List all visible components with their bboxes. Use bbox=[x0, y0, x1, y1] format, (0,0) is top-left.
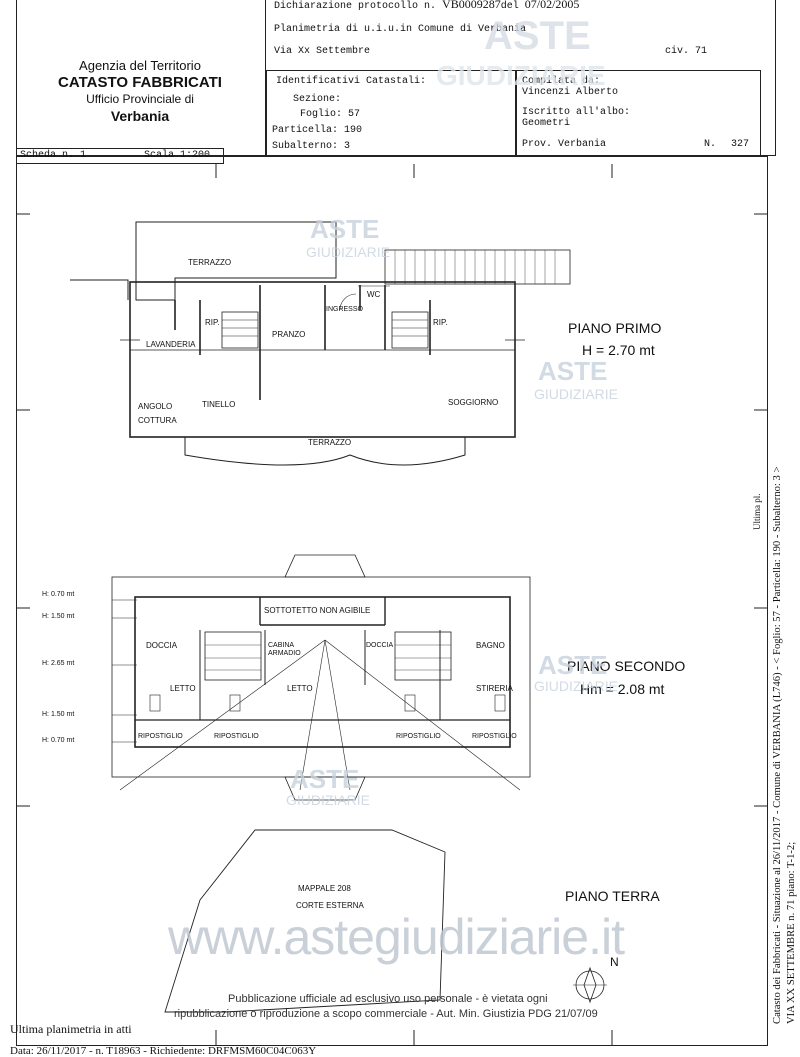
civic-number: civ. 71 bbox=[665, 46, 708, 57]
number-value: 327 bbox=[731, 139, 750, 150]
room-soggiorno: SOGGIORNO bbox=[448, 398, 499, 407]
compilata-label: Compilata da: bbox=[522, 76, 601, 87]
room-rip-left: RIP. bbox=[205, 318, 220, 327]
room-pranzo: PRANZO bbox=[272, 330, 306, 339]
first-floor-plan bbox=[70, 221, 571, 466]
catasto-title: CATASTO FABBRICATI bbox=[58, 74, 222, 91]
level-mark-3: H: 2.65 mt bbox=[42, 660, 75, 667]
sidebar-cadastre-line: Catasto dei Fabbricati - Situazione al 2… bbox=[772, 466, 783, 1024]
room-ripostiglio-2: RIPOSTIGLIO bbox=[214, 733, 259, 740]
room-wc: WC bbox=[367, 290, 381, 299]
sezione-field: Sezione: bbox=[293, 94, 342, 105]
watermark-aste-3: ASTE bbox=[538, 650, 608, 680]
room-terrazzo-top: TERRAZZO bbox=[188, 258, 232, 267]
plan-title: Planimetria di u.i.u.in Comune di Verban… bbox=[274, 24, 527, 35]
particella-field: Particella: 190 bbox=[272, 125, 363, 136]
ident-box bbox=[266, 70, 516, 156]
sidebar-stamp: Ultima pl. bbox=[752, 493, 762, 531]
room-sottotetto: SOTTOTETTO NON AGIBILE bbox=[264, 606, 371, 615]
publication-notice-2: ripubblicazione o riproduzione a scopo c… bbox=[174, 1008, 598, 1020]
watermark-url: www.astegiudiziarie.it bbox=[168, 909, 625, 965]
declaration-label: Dichiarazione protocollo n. bbox=[274, 1, 437, 12]
watermark-giudiziarie-2: GIUDIZIARIE bbox=[534, 386, 619, 402]
level-mark-4: H: 1.50 mt bbox=[42, 711, 75, 718]
foglio-field: Foglio: 57 bbox=[300, 109, 361, 120]
office-city: Verbania bbox=[110, 108, 170, 124]
declaration-line: Dichiarazione protocollo n. VB0009287del… bbox=[274, 0, 579, 12]
watermark-giudiziarie-header: GIUDIZIARIE bbox=[436, 60, 606, 91]
room-stireria: STIRERIA bbox=[476, 684, 513, 693]
first-floor-height: H = 2.70 mt bbox=[582, 342, 655, 358]
room-tinello: TINELLO bbox=[202, 400, 236, 409]
iscritto-label: Iscritto all'albo: bbox=[522, 107, 631, 118]
watermark-aste-header: ASTE bbox=[484, 14, 591, 58]
room-ripostiglio-4: RIPOSTIGLIO bbox=[472, 733, 517, 740]
watermark-giudiziarie-3: GIUDIZIARIE bbox=[534, 678, 619, 694]
agency-name: Agenzia del Territorio bbox=[79, 58, 201, 73]
room-ingresso: INGRESSO bbox=[326, 306, 363, 313]
room-lavanderia: LAVANDERIA bbox=[146, 340, 196, 349]
number-label: N. bbox=[704, 139, 717, 150]
sidebar-address-line: VIA XX SETTEMBRE n. 71 piano: T-1-2; bbox=[786, 841, 797, 1024]
room-rip-right: RIP. bbox=[433, 318, 448, 327]
subalterno-field: Subalterno: 3 bbox=[272, 141, 351, 152]
declaration-date: 07/02/2005 bbox=[524, 0, 580, 11]
address: Via Xx Settembre bbox=[274, 46, 371, 57]
compiler-box bbox=[516, 70, 761, 156]
second-floor-title: PIANO SECONDO bbox=[567, 658, 686, 674]
watermark-aste-4: ASTE bbox=[290, 764, 360, 794]
room-ripostiglio-3: RIPOSTIGLIO bbox=[396, 733, 441, 740]
mappale-label: MAPPALE 208 bbox=[298, 884, 351, 893]
drawing-frame bbox=[16, 156, 768, 1046]
declaration-del: del bbox=[500, 1, 519, 12]
scala-label: Scala 1:200 bbox=[144, 150, 211, 161]
province-field: Prov. Verbania bbox=[522, 139, 607, 150]
room-ripostiglio-1: RIPOSTIGLIO bbox=[138, 733, 183, 740]
room-terrazzo-bottom: TERRAZZO bbox=[308, 438, 352, 447]
iscritto-value: Geometri bbox=[522, 118, 571, 129]
watermark-aste-1: ASTE bbox=[310, 214, 380, 244]
request-data-line: Data: 26/11/2017 - n. T18963 - Richieden… bbox=[10, 1045, 317, 1057]
scheda-label: Scheda n. 1 bbox=[20, 150, 87, 161]
room-doccia-right: DOCCIA bbox=[366, 642, 394, 649]
last-plan-note: Ultima planimetria in atti bbox=[10, 1022, 132, 1036]
level-mark-2: H: 1.50 mt bbox=[42, 613, 75, 620]
first-floor-title: PIANO PRIMO bbox=[568, 320, 662, 336]
declaration-number: VB0009287 bbox=[442, 0, 501, 11]
frame-ticks bbox=[16, 164, 768, 1046]
ident-label: Identificativi Catastali: bbox=[276, 76, 427, 87]
room-cottura: COTTURA bbox=[138, 416, 177, 425]
scheda-box bbox=[16, 148, 224, 164]
publication-notice-1: Pubblicazione ufficiale ad esclusivo uso… bbox=[228, 993, 548, 1005]
watermark-giudiziarie-1: GIUDIZIARIE bbox=[306, 244, 391, 260]
room-doccia-left: DOCCIA bbox=[146, 641, 178, 650]
level-mark-1: H: 0.70 mt bbox=[42, 591, 75, 598]
second-floor-height: Hm = 2.08 mt bbox=[580, 681, 665, 697]
room-cabina-armadio: CABINA ARMADIO bbox=[268, 642, 301, 657]
corte-label: CORTE ESTERNA bbox=[296, 901, 364, 910]
room-letto-center: LETTO bbox=[287, 684, 313, 693]
level-mark-5: H: 0.70 mt bbox=[42, 737, 75, 744]
ground-floor-title: PIANO TERRA bbox=[565, 888, 660, 904]
second-floor-plan bbox=[111, 554, 531, 801]
watermark-aste-2: ASTE bbox=[538, 356, 608, 386]
ground-floor-plan bbox=[164, 829, 607, 1013]
room-letto-left: LETTO bbox=[170, 684, 196, 693]
compilata-name: Vincenzi Alberto bbox=[522, 87, 619, 98]
room-angolo: ANGOLO bbox=[138, 402, 173, 411]
header-left-panel bbox=[16, 0, 266, 156]
north-arrow-icon: N bbox=[610, 955, 619, 969]
room-bagno: BAGNO bbox=[476, 641, 505, 650]
watermark-giudiziarie-4: GIUDIZIARIE bbox=[286, 792, 371, 808]
office-label: Ufficio Provinciale di bbox=[86, 92, 194, 106]
